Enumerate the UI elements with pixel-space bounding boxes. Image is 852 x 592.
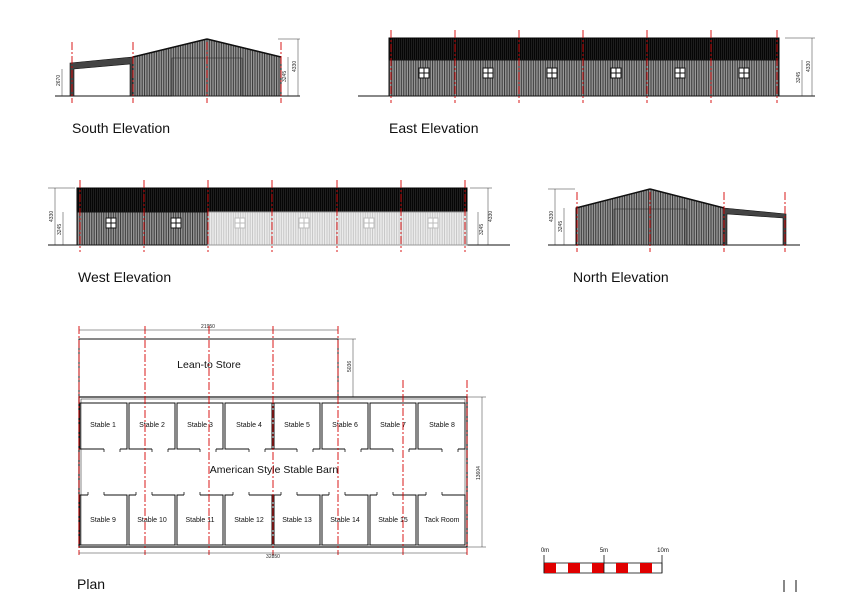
stable-6-label: Stable 6 — [332, 422, 358, 429]
plan-width-top: 21950 — [201, 324, 215, 330]
tack-room-label: Tack Room — [424, 517, 459, 524]
east-dim-1: 3245 — [796, 72, 802, 83]
plan-title: Plan — [77, 576, 106, 592]
stable-4-label: Stable 4 — [236, 422, 262, 429]
south-dim-3: 4330 — [292, 61, 298, 72]
stable-11-label: Stable 11 — [185, 517, 214, 524]
stable-1-label: Stable 1 — [90, 422, 116, 429]
south-dim-2: 3245 — [282, 71, 288, 82]
corner-marks — [783, 580, 797, 592]
east-dim-2: 4330 — [806, 61, 812, 72]
stable-15-label: Stable 15 — [378, 517, 408, 524]
barn-label: American Style Stable Barn — [210, 464, 339, 476]
east-elevation: 3245 4330 — [358, 30, 815, 103]
north-dim-1: 4330 — [549, 211, 555, 222]
stable-5-label: Stable 5 — [284, 422, 310, 429]
north-elevation: 4330 3245 — [548, 188, 800, 252]
west-dim-4: 4330 — [488, 211, 494, 222]
west-dim-2: 3245 — [57, 224, 63, 235]
west-dim-3: 3245 — [479, 224, 485, 235]
scale-label-5: 5m — [600, 548, 608, 554]
south-dim-1: 2670 — [56, 75, 62, 86]
stable-3-label: Stable 3 — [187, 422, 213, 429]
stable-10-label: Stable 10 — [137, 517, 167, 524]
stable-14-label: Stable 14 — [330, 517, 360, 524]
lean-to-depth: 5036 — [347, 361, 353, 372]
north-dim-2: 3245 — [558, 221, 564, 232]
plan-width-bottom: 32850 — [266, 554, 280, 560]
scale-bar: 0m 5m 10m — [541, 548, 669, 574]
plan-depth: 13604 — [476, 466, 482, 480]
west-dim-1: 4330 — [49, 211, 55, 222]
floor-plan: 21950 Lean-to Store 5036 — [78, 324, 486, 560]
east-elevation-title: East Elevation — [389, 120, 479, 136]
stable-8-label: Stable 8 — [429, 422, 455, 429]
north-elevation-title: North Elevation — [573, 269, 669, 285]
west-elevation-title: West Elevation — [78, 269, 172, 285]
west-elevation: 4330 3245 3245 4330 — [48, 180, 510, 252]
stable-7-label: Stable 7 — [380, 422, 406, 429]
stable-9-label: Stable 9 — [90, 517, 116, 524]
stable-2-label: Stable 2 — [139, 422, 165, 429]
south-elevation: 2670 3245 4330 — [55, 38, 300, 103]
stable-13-label: Stable 13 — [282, 517, 312, 524]
scale-label-10: 10m — [657, 548, 669, 554]
south-elevation-title: South Elevation — [72, 120, 171, 136]
stable-12-label: Stable 12 — [234, 517, 264, 524]
scale-label-0: 0m — [541, 548, 549, 554]
